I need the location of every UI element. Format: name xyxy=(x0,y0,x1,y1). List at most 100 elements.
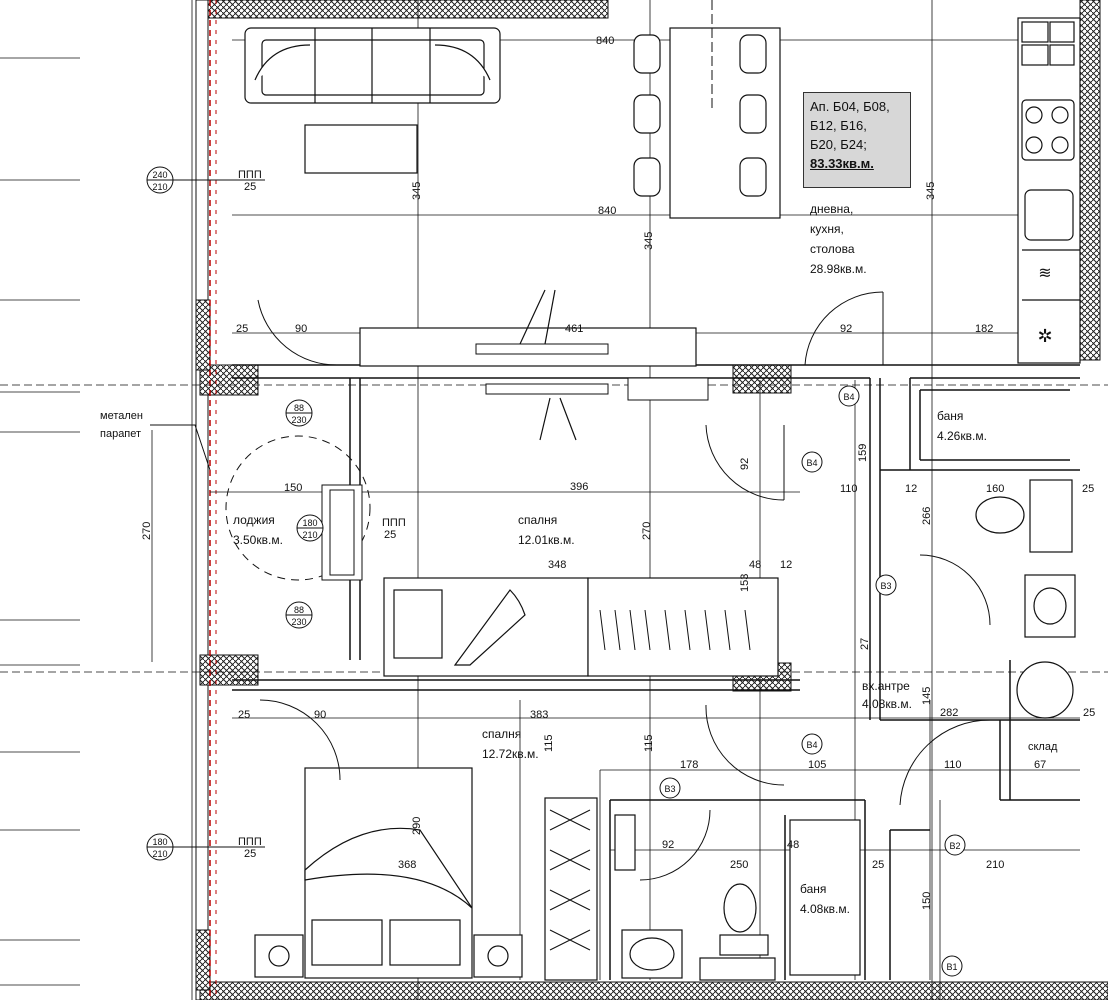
dim-label: 92 xyxy=(739,458,751,470)
bath2-area: 4.08кв.м. xyxy=(800,902,850,916)
svg-text:✲: ✲ xyxy=(1037,326,1052,346)
dim-label: 12 xyxy=(905,483,917,495)
dim-label: 150 xyxy=(284,482,302,494)
dim-label: 25 xyxy=(872,859,884,871)
svg-text:≋: ≋ xyxy=(1038,265,1051,282)
living-label-1: дневна, xyxy=(810,202,853,216)
wall-top xyxy=(199,0,609,19)
dim-label: 250 xyxy=(730,859,748,871)
svg-text:230: 230 xyxy=(291,617,306,627)
parapet-note-line2: парапет xyxy=(100,428,142,440)
dim-label: 396 xyxy=(570,481,588,493)
svg-text:В2: В2 xyxy=(949,841,960,851)
svg-text:В3: В3 xyxy=(880,581,891,591)
parapet-note-line1: метален xyxy=(100,410,143,422)
dim-label: 266 xyxy=(921,507,933,525)
dim-label: 840 xyxy=(598,205,616,217)
svg-text:88: 88 xyxy=(294,605,304,615)
apartment-total-area: 83.33кв.м. xyxy=(810,156,874,171)
dim-label: 182 xyxy=(975,323,993,335)
wardrobe xyxy=(544,797,598,981)
dim-label: 25 xyxy=(236,323,248,335)
dim-label: 12 xyxy=(780,559,792,571)
column-mid-1 xyxy=(732,364,792,394)
dim-label: 178 xyxy=(680,759,698,771)
dim-label: 383 xyxy=(530,709,548,721)
coffee-table xyxy=(304,124,418,174)
svg-text:ППП: ППП xyxy=(238,169,262,181)
bath1-fixtures xyxy=(975,479,1076,719)
loggia-area: 3.50кв.м. xyxy=(233,533,283,547)
dim-label: 160 xyxy=(986,483,1004,495)
dim-label: 110 xyxy=(944,759,962,771)
loggia-table xyxy=(225,435,371,581)
svg-text:88: 88 xyxy=(294,403,304,413)
door-tag-88-lower: 88 230 xyxy=(285,601,313,629)
dim-label: 115 xyxy=(643,734,655,752)
dim-label: 25 xyxy=(1083,707,1095,719)
svg-text:25: 25 xyxy=(384,529,396,541)
door-tag-b3-a: В3 xyxy=(875,574,897,596)
bedroom2-name: спалня xyxy=(482,727,521,741)
living-label-2: кухня, xyxy=(810,222,844,236)
entry-name: вх.антре xyxy=(862,679,910,693)
svg-text:180: 180 xyxy=(152,837,167,847)
apartment-ids-line2: Б12, Б16, xyxy=(810,118,867,133)
svg-text:210: 210 xyxy=(152,849,167,859)
dim-label: 150 xyxy=(921,892,933,910)
door-tag-b2: В2 xyxy=(944,834,966,856)
apartment-info-box: Ап. Б04, Б08, Б12, Б16, Б20, Б24; 83.33к… xyxy=(803,92,911,188)
svg-text:ППП: ППП xyxy=(382,517,406,529)
dim-label: 345 xyxy=(411,182,423,200)
door-tag-b4-c: В4 xyxy=(801,733,823,755)
wall-top-right xyxy=(1079,0,1101,361)
bath1-name: баня xyxy=(937,409,963,423)
window-tag-180-loggia: 180 210 ППП 25 xyxy=(296,514,406,542)
svg-text:25: 25 xyxy=(244,848,256,860)
dim-label: 368 xyxy=(398,859,416,871)
apartment-ids-line3: Б20, Б24; xyxy=(810,137,867,152)
dim-label: 159 xyxy=(857,444,869,462)
svg-text:В4: В4 xyxy=(843,392,854,402)
dim-label: 270 xyxy=(141,522,153,540)
dim-label: 48 xyxy=(787,839,799,851)
bedroom2-area: 12.72кв.м. xyxy=(482,747,539,761)
dining-table xyxy=(633,27,781,219)
svg-text:180: 180 xyxy=(302,518,317,528)
storage-area: 67 xyxy=(1034,759,1046,771)
bedroom2-bed xyxy=(254,767,523,979)
entry-area: 4.08кв.м. xyxy=(862,697,912,711)
dim-label: 92 xyxy=(662,839,674,851)
dim-label: 461 xyxy=(565,323,583,335)
dim-label: 90 xyxy=(295,323,307,335)
dim-label: 90 xyxy=(314,709,326,721)
living-area: 28.98кв.м. xyxy=(810,262,867,276)
bath2-name: баня xyxy=(800,882,826,896)
dim-label: 840 xyxy=(596,35,614,47)
dim-label: 25 xyxy=(1082,483,1094,495)
wall-bottom xyxy=(199,981,1108,1000)
door-tag-b3-b: В3 xyxy=(659,777,681,799)
svg-text:240: 240 xyxy=(152,170,167,180)
svg-text:25: 25 xyxy=(244,181,256,193)
svg-text:В3: В3 xyxy=(664,784,675,794)
dim-label: 25 xyxy=(238,709,250,721)
dim-label: 270 xyxy=(641,522,653,540)
door-tag-88-upper: 88 230 xyxy=(285,399,313,427)
bath1-area: 4.26кв.м. xyxy=(937,429,987,443)
dim-label: 348 xyxy=(548,559,566,571)
dim-label: 345 xyxy=(925,182,937,200)
dim-label: 48 xyxy=(749,559,761,571)
door-tag-b1: В1 xyxy=(941,955,963,977)
svg-text:210: 210 xyxy=(152,182,167,192)
dim-label: 115 xyxy=(543,734,555,752)
dim-label: 290 xyxy=(411,817,423,835)
dim-label: 345 xyxy=(643,232,655,250)
bedroom1-name: спалня xyxy=(518,513,557,527)
dim-label: 105 xyxy=(808,759,826,771)
window-tag-240: 240 210 ППП 25 xyxy=(146,166,265,194)
door-tag-b4-a: В4 xyxy=(838,385,860,407)
svg-text:В4: В4 xyxy=(806,458,817,468)
svg-text:В1: В1 xyxy=(946,962,957,972)
loggia-name: лоджия xyxy=(233,513,275,527)
